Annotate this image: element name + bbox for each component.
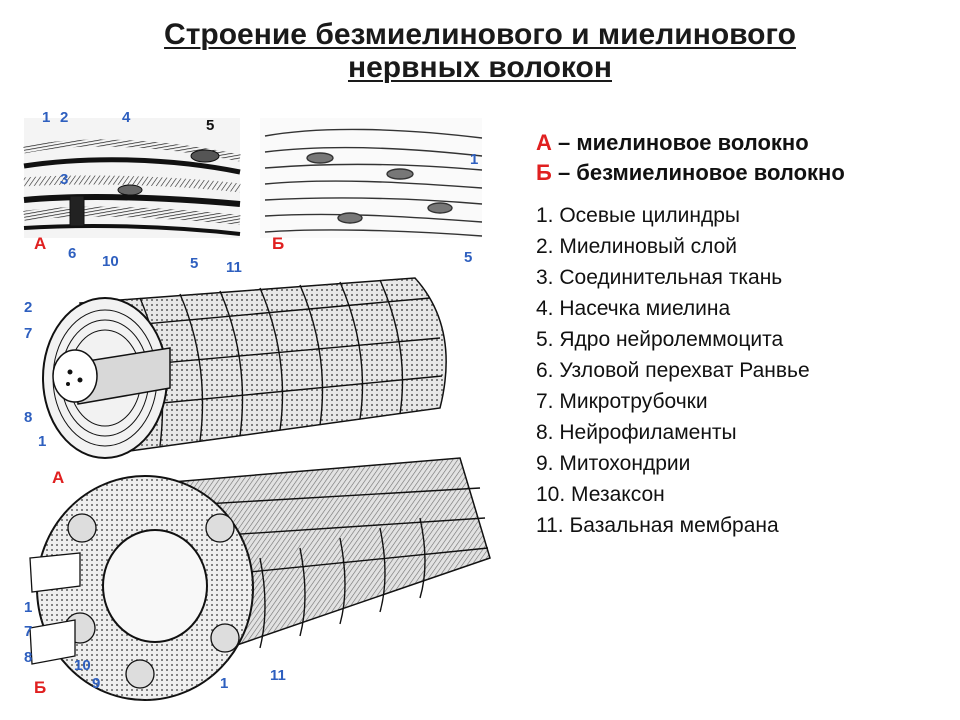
label-a-4: 4 <box>122 109 131 126</box>
legend-b-text: – безмиелиновое волокно <box>557 160 845 185</box>
label-bigb-10: 10 <box>74 657 91 674</box>
label-biga-11: 11 <box>226 259 242 276</box>
label-biga-8: 8 <box>24 409 33 426</box>
label-panel-b-top: Б <box>272 234 285 253</box>
legend-items: 1. Осевые цилиндры 2. Миелиновый слой 3.… <box>536 200 956 541</box>
label-bigb-1b: 1 <box>220 675 229 692</box>
legend-item-7: 7. Микротрубочки <box>536 390 708 413</box>
label-biga-7: 7 <box>24 325 33 342</box>
label-bigb-11: 11 <box>270 667 286 684</box>
label-biga-2: 2 <box>24 299 33 316</box>
legend-item-2: 2. Миелиновый слой <box>536 235 738 258</box>
legend-panel: А – миелиновое волокно Б – безмиелиновое… <box>536 128 956 541</box>
nerve-fiber-illustration: 1 2 4 5 3 А 6 1 Б 5 10 5 11 2 7 8 1 А 1 … <box>20 108 492 712</box>
label-b-5: 5 <box>464 249 473 266</box>
panel-a-micrograph <box>23 118 241 238</box>
legend-item-6: 6. Узловой перехват Ранвье <box>536 359 810 382</box>
label-panel-a-big: А <box>52 468 65 487</box>
legend-a-text: – миелиновое волокно <box>558 130 809 155</box>
label-b-1: 1 <box>470 151 479 168</box>
unmyelinated-fiber-cylinder <box>29 457 491 701</box>
label-a-1: 1 <box>42 109 51 126</box>
legend-item-5: 5. Ядро нейролеммоцита <box>536 328 784 351</box>
label-bigb-9: 9 <box>92 675 101 692</box>
label-bigb-7: 7 <box>24 623 33 640</box>
label-a-6: 6 <box>68 245 77 262</box>
label-biga-10: 10 <box>102 253 119 270</box>
legend-b-key: Б <box>536 160 552 185</box>
title-line-1: Строение безмиелинового и миелинового <box>164 18 796 51</box>
legend-item-3: 3. Соединительная ткань <box>536 266 783 289</box>
label-a-3: 3 <box>60 171 69 188</box>
label-bigb-8: 8 <box>24 649 33 666</box>
label-panel-a-top: А <box>34 234 47 253</box>
title-line-2: нервных волокон <box>347 51 612 84</box>
label-biga-5: 5 <box>190 255 199 272</box>
label-a-5: 5 <box>206 117 215 134</box>
legend-b-line: Б – безмиелиновое волокно <box>536 158 956 188</box>
label-panel-b-big: Б <box>34 678 47 697</box>
legend-item-4: 4. Насечка миелина <box>536 297 731 320</box>
legend-item-11: 11. Базальная мембрана <box>536 514 779 537</box>
label-biga-1: 1 <box>38 433 47 450</box>
slide-title: Строение безмиелинового и миелинового не… <box>0 18 960 84</box>
myelinated-fiber-cylinder <box>42 277 447 459</box>
legend-item-1: 1. Осевые цилиндры <box>536 204 740 227</box>
legend-item-10: 10. Мезаксон <box>536 483 665 506</box>
legend-a-key: А <box>536 130 552 155</box>
label-bigb-1: 1 <box>24 599 33 616</box>
legend-a-line: А – миелиновое волокно <box>536 128 956 158</box>
label-a-2: 2 <box>60 109 69 126</box>
panel-b-micrograph <box>260 118 483 238</box>
legend-item-8: 8. Нейрофиламенты <box>536 421 737 444</box>
nerve-fiber-drawing <box>23 118 491 701</box>
legend-item-9: 9. Митохондрии <box>536 452 691 475</box>
